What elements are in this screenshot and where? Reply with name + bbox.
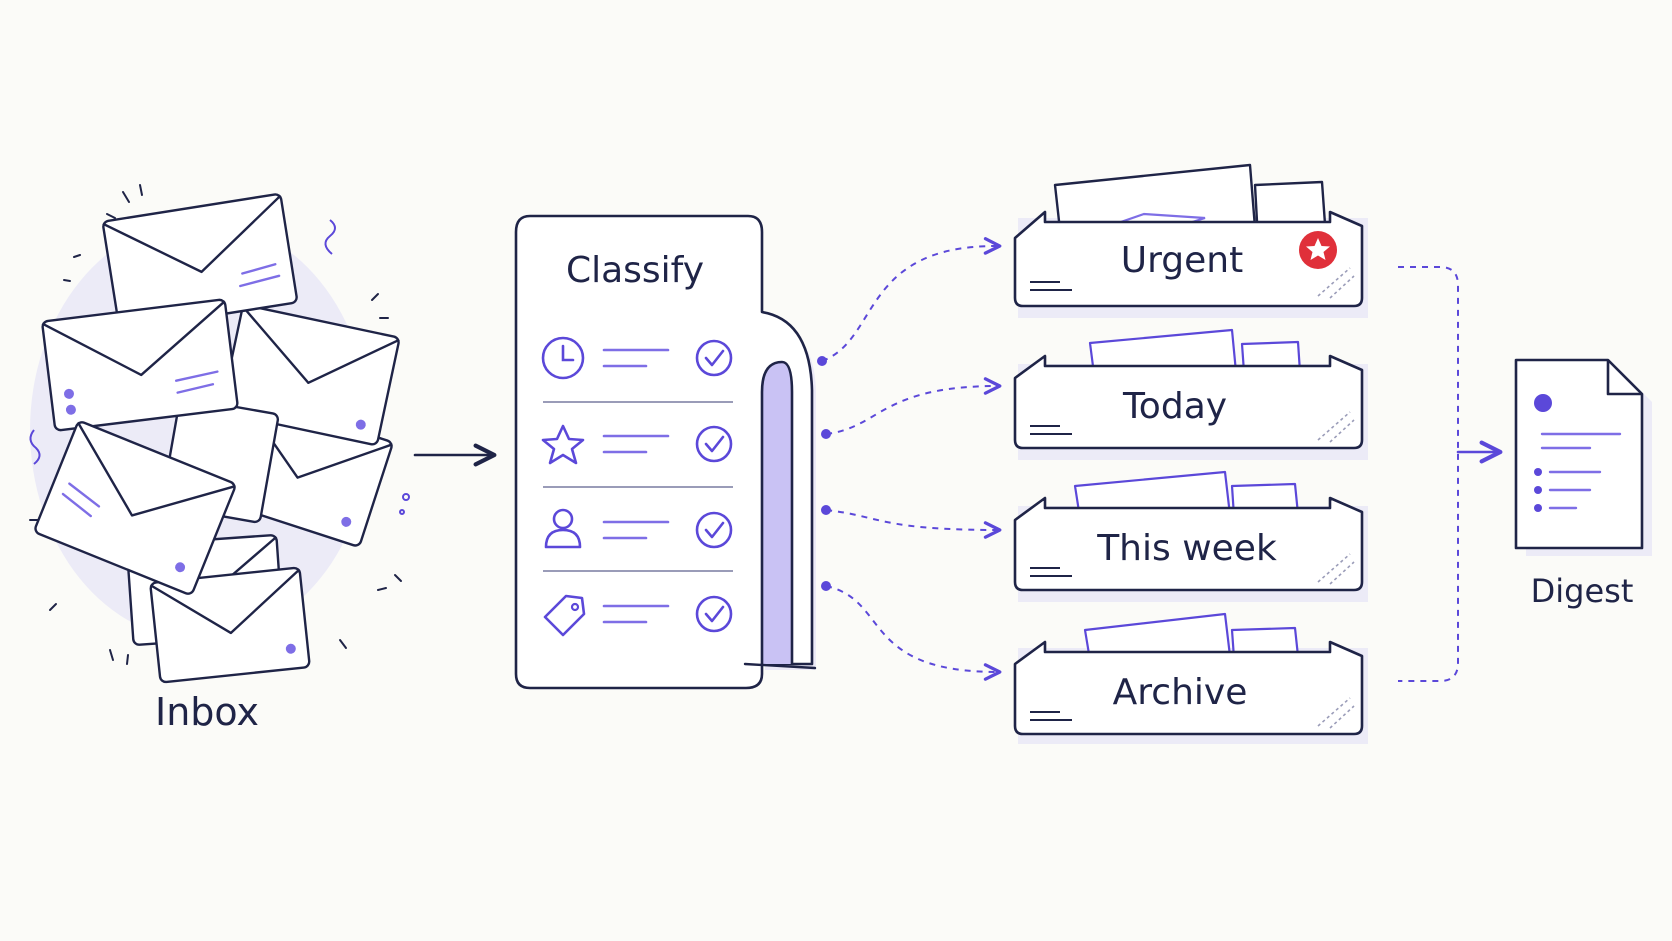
- check-circle-icon: [695, 595, 733, 633]
- inbox-label: Inbox: [155, 690, 259, 734]
- classifier-panel: [514, 214, 817, 690]
- envelope-icon: [34, 421, 236, 595]
- check-circle-icon: [695, 339, 733, 377]
- check-circle-icon: [695, 425, 733, 463]
- envelope-icon: [149, 566, 311, 684]
- check-circle-icon: [695, 511, 733, 549]
- inbox-envelope-pile: [29, 184, 410, 684]
- star-badge-icon: [1299, 231, 1337, 269]
- envelope-icon: [220, 304, 400, 446]
- digest-document-icon: [1514, 358, 1652, 556]
- rule-row: [541, 424, 733, 465]
- squiggle-mark: [324, 219, 336, 255]
- classifier-connectors: [817, 237, 1002, 681]
- tray-label-urgent: Urgent: [1120, 240, 1244, 281]
- digest-label: Digest: [1530, 572, 1634, 610]
- clock-icon: [541, 336, 585, 380]
- tray-urgent: [1013, 163, 1368, 318]
- fold-slot: [760, 360, 794, 664]
- classifier-title: Classify: [565, 250, 705, 291]
- tray-archive: [1013, 612, 1368, 744]
- tray-this-week: [1013, 470, 1368, 602]
- rule-row: [544, 508, 733, 549]
- tray-today: [1013, 328, 1368, 460]
- rule-row: [543, 594, 733, 637]
- tray-label-today: Today: [1122, 386, 1228, 427]
- squiggle-mark: [29, 429, 41, 465]
- star-icon: [541, 424, 585, 465]
- tray-label-this-week: This week: [1097, 528, 1277, 569]
- envelope-icon: [41, 298, 239, 432]
- tag-icon: [543, 594, 586, 637]
- digest-bracket: [1398, 266, 1503, 682]
- motion-marks: [29, 184, 402, 665]
- person-icon: [544, 508, 582, 549]
- rule-row: [541, 336, 733, 380]
- tray-label-archive: Archive: [1112, 672, 1248, 713]
